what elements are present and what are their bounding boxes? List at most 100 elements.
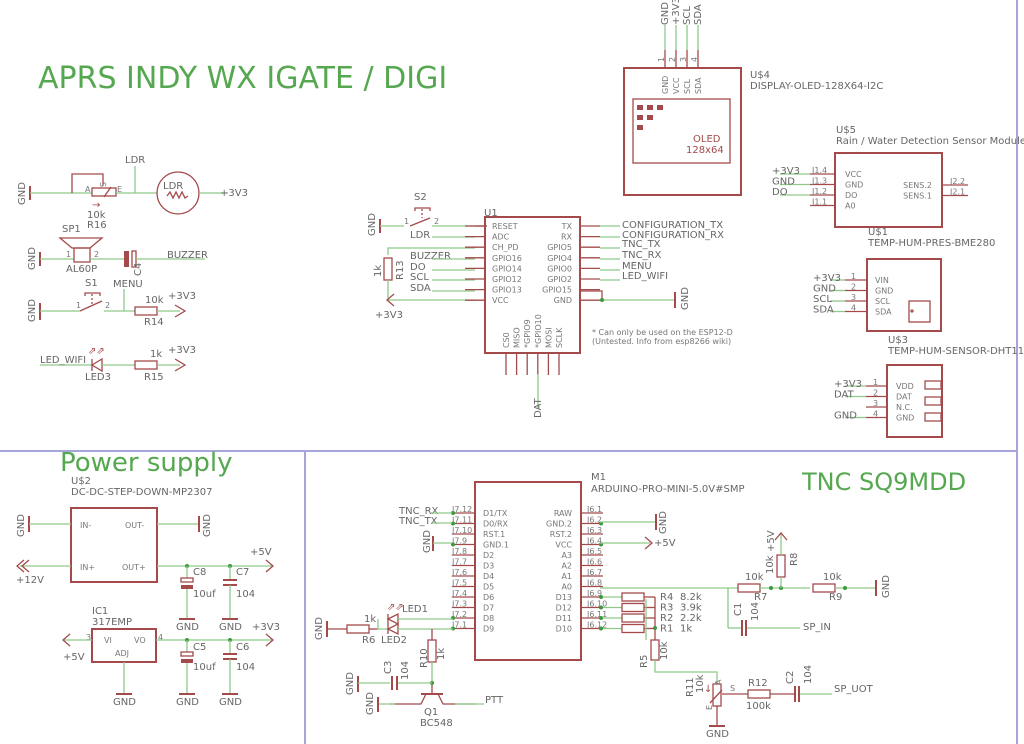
dht-pin-net: GND — [834, 411, 857, 422]
m1-pin-num: J6.6 — [586, 558, 602, 567]
m1-pin-label: VCC — [555, 541, 572, 550]
svg-text:4: 4 — [158, 633, 163, 642]
svg-text:S: S — [730, 684, 735, 693]
dht-pin-label: DAT — [896, 393, 912, 402]
m1-pin-label: D10 — [556, 625, 572, 634]
u1-pin-label: MISO — [513, 327, 522, 348]
u5-body — [834, 152, 943, 228]
tnc-title: TNC SQ9MDD — [801, 468, 966, 496]
u1-pin-label: *GPIO9 — [523, 319, 532, 348]
svg-text:R10: R10 — [419, 648, 430, 668]
v33-label: +3V3 — [220, 188, 248, 199]
svg-text:100k: 100k — [746, 701, 771, 712]
svg-text:IN+: IN+ — [80, 563, 95, 572]
svg-text:U$1: U$1 — [868, 227, 888, 238]
m1-pin-label: D4 — [483, 572, 494, 581]
u5-pin-net: GND — [772, 177, 795, 188]
u4-body — [623, 67, 742, 196]
m1-pin-label: D11 — [556, 614, 572, 623]
svg-text:IN-: IN- — [80, 521, 91, 530]
svg-text:R11: R11 — [685, 677, 696, 697]
u1-pin-label: GPIO15 — [542, 286, 572, 295]
svg-text:10k: 10k — [695, 674, 706, 693]
menu-switch-circuit: GND S1 1 2 MENU 10k R14 +3V3 — [27, 278, 196, 328]
u1-pin-label: GPIO0 — [547, 264, 572, 273]
svg-text:LED_WIFI: LED_WIFI — [622, 271, 668, 282]
svg-text:U$5: U$5 — [836, 125, 856, 136]
svg-text:TEMP-HUM-PRES-BME280: TEMP-HUM-PRES-BME280 — [867, 238, 995, 249]
m1-pin-label: RST.1 — [483, 530, 505, 539]
u5-pin-net: +3V3 — [772, 166, 800, 177]
m1-pin-num: J6.1 — [586, 505, 602, 514]
m1-pin-label: D13 — [556, 593, 572, 602]
dht-pin-label: N.C. — [896, 403, 913, 412]
r4-value: 8.2k — [680, 592, 702, 603]
bme-pin-label: SDA — [875, 308, 892, 317]
led2-diode — [386, 622, 399, 636]
svg-text:+3V3: +3V3 — [375, 310, 403, 321]
svg-text:2: 2 — [94, 250, 99, 259]
svg-text:128x64: 128x64 — [686, 145, 724, 156]
m1-pin-label: A0 — [561, 583, 572, 592]
m1-pin-label: A3 — [561, 551, 572, 560]
r3-value: 3.9k — [680, 603, 702, 614]
u1-pin-label: GPIO14 — [492, 264, 522, 273]
svg-text:E: E — [705, 705, 714, 710]
svg-text:S: S — [98, 182, 107, 187]
power-supply-title: Power supply — [60, 448, 233, 478]
r2-resistor — [621, 613, 645, 623]
svg-text:1k: 1k — [364, 614, 376, 625]
svg-text:LED2: LED2 — [381, 635, 407, 646]
svg-text:R15: R15 — [144, 372, 164, 383]
svg-text:1: 1 — [404, 217, 409, 226]
r14-resistor — [134, 306, 158, 316]
svg-text:10k: 10k — [145, 295, 164, 306]
svg-text:GND: GND — [680, 287, 691, 310]
u5-pin-num: J1.2 — [811, 187, 827, 196]
svg-text:MENU: MENU — [622, 261, 652, 272]
r2-name: R2 — [660, 613, 673, 624]
m1-pin-label: D5 — [483, 583, 494, 592]
svg-text:U$3: U$3 — [888, 335, 908, 346]
m1-pin-num: J7.3 — [451, 600, 467, 609]
m1-pin-num: J7.9 — [451, 537, 467, 546]
svg-text:CONFIGURATION_TX: CONFIGURATION_TX — [622, 220, 723, 231]
svg-text:1: 1 — [66, 250, 71, 259]
ldr-name: LDR — [163, 181, 183, 192]
svg-text:+3V3: +3V3 — [252, 622, 280, 633]
u1-pin-label: ADC — [492, 233, 510, 242]
u4-value: DISPLAY-OLED-128X64-I2C — [750, 81, 883, 92]
svg-text:1k: 1k — [373, 265, 384, 277]
svg-text:ARDUINO-PRO-MINI-5.0V#SMP: ARDUINO-PRO-MINI-5.0V#SMP — [591, 484, 744, 495]
svg-text:104: 104 — [750, 602, 761, 621]
svg-text:M1: M1 — [591, 472, 606, 483]
esp-module-circuit: GND S2 1 2 LDR 1k R13 +3V3 BUZZER DO SCL… — [367, 192, 733, 418]
svg-text:SDA: SDA — [410, 283, 431, 294]
svg-text:10k: 10k — [765, 555, 776, 574]
m1-pin-num: J6.9 — [586, 589, 602, 598]
buzzer-circuit: GND SP1 1 2 AL60P C4 BUZZER — [27, 224, 208, 276]
u4-pin-net: GND — [660, 2, 671, 25]
svg-text:C3: C3 — [383, 661, 394, 674]
r1-name: R1 — [660, 624, 673, 635]
u1-esp-chip — [484, 216, 581, 354]
svg-text:+3V3: +3V3 — [168, 291, 196, 302]
svg-text:GND: GND — [422, 530, 433, 553]
u4-pin-label: VCC — [672, 77, 681, 94]
svg-text:BC548: BC548 — [420, 718, 453, 729]
svg-text:R14: R14 — [144, 317, 164, 328]
svg-text:R6: R6 — [362, 635, 375, 646]
svg-text:R12: R12 — [748, 678, 768, 689]
svg-text:IC1: IC1 — [92, 606, 108, 617]
menu-net: MENU — [113, 279, 143, 290]
svg-text:GND: GND — [113, 697, 136, 708]
r16-name: R16 — [87, 220, 107, 231]
svg-text:10k: 10k — [659, 641, 670, 660]
svg-text:10k: 10k — [823, 572, 842, 583]
led1-diode — [386, 612, 399, 626]
u1-pin-label: GPIO4 — [547, 254, 572, 263]
svg-text:R13: R13 — [395, 260, 406, 280]
svg-text:TNC_TX: TNC_TX — [621, 239, 661, 250]
